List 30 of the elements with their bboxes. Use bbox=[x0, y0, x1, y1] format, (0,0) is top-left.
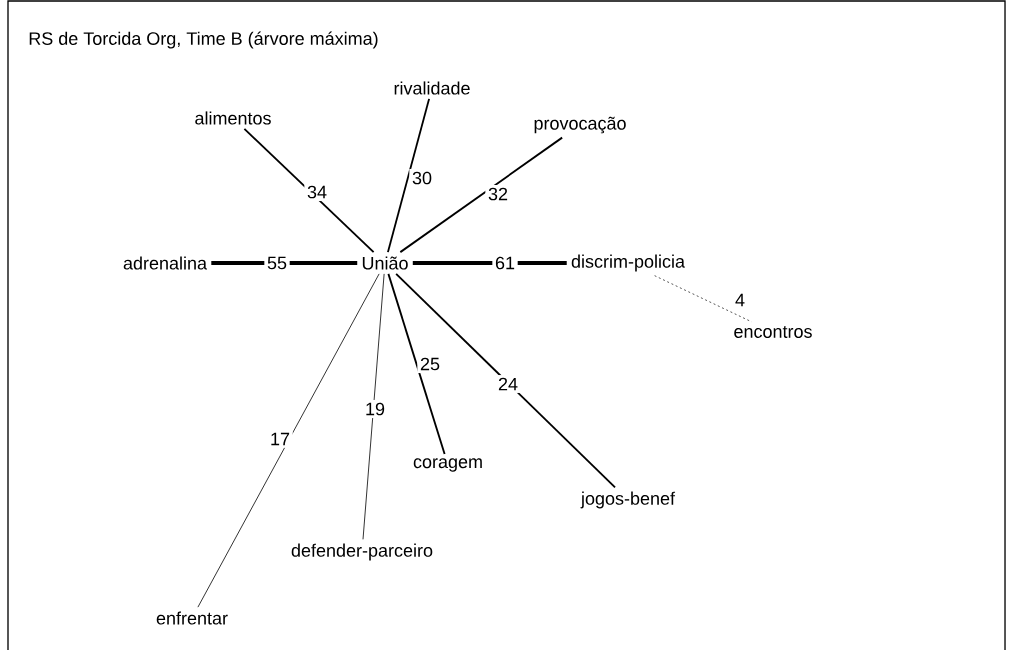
edge-label: 17 bbox=[267, 430, 293, 448]
node-label: adrenalina bbox=[123, 256, 207, 270]
edge-line bbox=[654, 275, 752, 323]
edge-label: 25 bbox=[417, 354, 443, 374]
node-label: alimentos bbox=[195, 111, 271, 125]
edge-line bbox=[387, 97, 431, 254]
node-label: encontros bbox=[734, 326, 812, 338]
edge-label: 55 bbox=[264, 254, 290, 272]
node-label: defender-parceiro bbox=[291, 543, 433, 561]
edge-line bbox=[243, 127, 375, 254]
edge-label: 61 bbox=[492, 253, 518, 273]
node-label: rivalidade bbox=[394, 81, 470, 95]
edge-label: 19 bbox=[362, 399, 388, 419]
node-label: discrim-policia bbox=[571, 254, 685, 272]
edge-line bbox=[362, 273, 385, 540]
node-label: enfrentar bbox=[156, 611, 228, 625]
edge-line bbox=[399, 136, 564, 254]
edge-label: 32 bbox=[485, 184, 511, 204]
title: RS de Torcida Org, Time B (árvore máxima) bbox=[29, 31, 378, 49]
node-label: jogos-benef bbox=[580, 491, 676, 509]
node-label: provocação bbox=[534, 116, 626, 134]
edge-line bbox=[197, 273, 380, 608]
edge-label: 4 bbox=[732, 291, 748, 309]
edge-label: 30 bbox=[409, 168, 435, 188]
node-label: União bbox=[362, 256, 408, 270]
edge-label: 24 bbox=[495, 375, 521, 393]
edge-label: 34 bbox=[304, 182, 330, 202]
edge-line bbox=[387, 272, 446, 455]
edge-line bbox=[395, 272, 616, 489]
node-label: coragem bbox=[413, 458, 482, 472]
